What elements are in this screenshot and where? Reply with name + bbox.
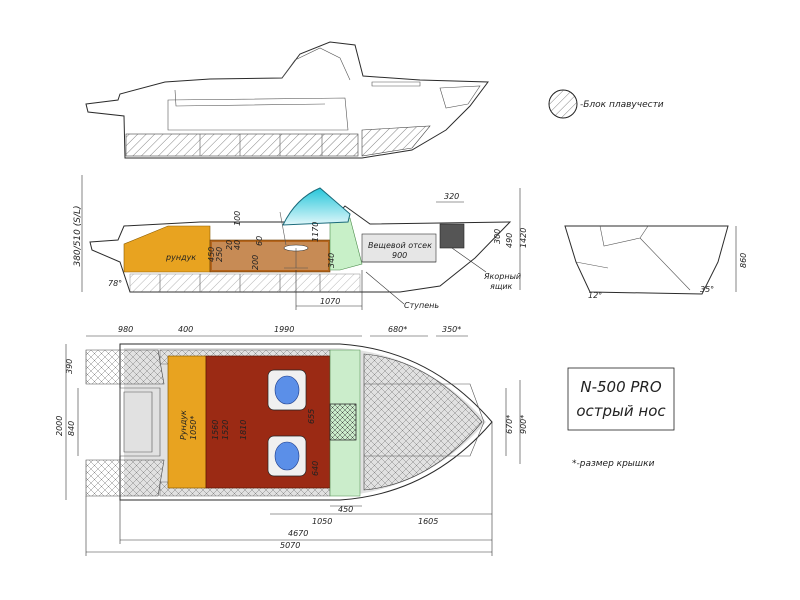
- dim-40: 40: [233, 240, 242, 250]
- step-label: Ступень: [404, 301, 439, 310]
- anchor-box-label-1: Якорный: [483, 272, 521, 281]
- rundyk-plan-label: Рундук: [179, 410, 188, 440]
- dim-670: 670*: [505, 415, 514, 434]
- model-title: N-500 PRO: [580, 378, 661, 396]
- windshield: [282, 187, 351, 226]
- angle-12: 12°: [588, 291, 602, 300]
- dim-20: 20: [225, 240, 234, 250]
- dim-350: 350*: [442, 325, 461, 334]
- rundyk-label: рундук: [165, 253, 196, 262]
- dim-1170: 1170: [311, 222, 320, 242]
- dim-655: 655: [307, 409, 316, 424]
- title-box: N-500 PRO острый нос: [567, 367, 675, 431]
- seat-bottom: [267, 435, 307, 477]
- dim-1520: 1520: [221, 420, 230, 440]
- dim-680: 680*: [388, 325, 407, 334]
- dim-2000: 2000: [55, 416, 64, 436]
- dim-450-plan: 450: [338, 505, 353, 514]
- dim-390: 390: [65, 359, 74, 374]
- seat-top: [267, 369, 307, 411]
- dim-1605: 1605: [418, 517, 438, 526]
- dim-900: 900: [392, 251, 407, 260]
- legend: -Блок плавучести: [548, 89, 664, 119]
- anchor-box-label-2: ящик: [490, 282, 513, 291]
- dim-450: 450: [207, 247, 216, 262]
- dim-60: 60: [255, 236, 264, 246]
- dim-490: 490: [505, 233, 514, 248]
- dim-400: 400: [178, 325, 193, 334]
- rundyk-box: [167, 355, 207, 489]
- dim-5070: 5070: [280, 541, 300, 550]
- side-section: 380/510 (S/L) рундук Вещевой отсек Якорн…: [73, 175, 528, 310]
- dim-1990: 1990: [274, 325, 294, 334]
- dim-640: 640: [311, 461, 320, 476]
- dim-860: 860: [739, 253, 748, 268]
- dim-980: 980: [118, 325, 133, 334]
- dim-840: 840: [67, 421, 76, 436]
- dim-1560: 1560: [211, 420, 220, 440]
- angle-label: 78°: [108, 279, 122, 288]
- dim-340: 340: [327, 253, 336, 268]
- rundyk-plan-dim: 1050*: [189, 416, 198, 440]
- dim-250: 250: [215, 247, 224, 262]
- storage-label: Вещевой отсек: [368, 241, 432, 250]
- dim-320: 320: [444, 192, 459, 201]
- dim-900-plan: 900*: [519, 415, 528, 434]
- model-subtitle: острый нос: [576, 402, 666, 420]
- profile-view: [85, 41, 489, 159]
- angle-35: 35°: [700, 285, 714, 294]
- dim-200: 200: [251, 255, 260, 270]
- cover-size-note: *-размер крышки: [572, 459, 655, 469]
- legend-label: -Блок плавучести: [580, 100, 664, 110]
- dim-1420: 1420: [519, 228, 528, 248]
- dim-1050: 1050: [312, 517, 332, 526]
- height-label: 380/510 (S/L): [73, 205, 83, 266]
- cross-section: 860 12° 35°: [564, 225, 748, 300]
- dim-1070: 1070: [320, 297, 340, 306]
- rundyk-area: [123, 225, 211, 273]
- dim-4670: 4670: [288, 529, 308, 538]
- dim-300: 300: [493, 229, 502, 244]
- dim-100: 100: [233, 211, 242, 226]
- dim-1810: 1810: [239, 420, 248, 440]
- float-block-swatch: [548, 89, 578, 119]
- plan-view: Рундук 1050* 1560 1520 1810 655 640 980 …: [55, 325, 528, 556]
